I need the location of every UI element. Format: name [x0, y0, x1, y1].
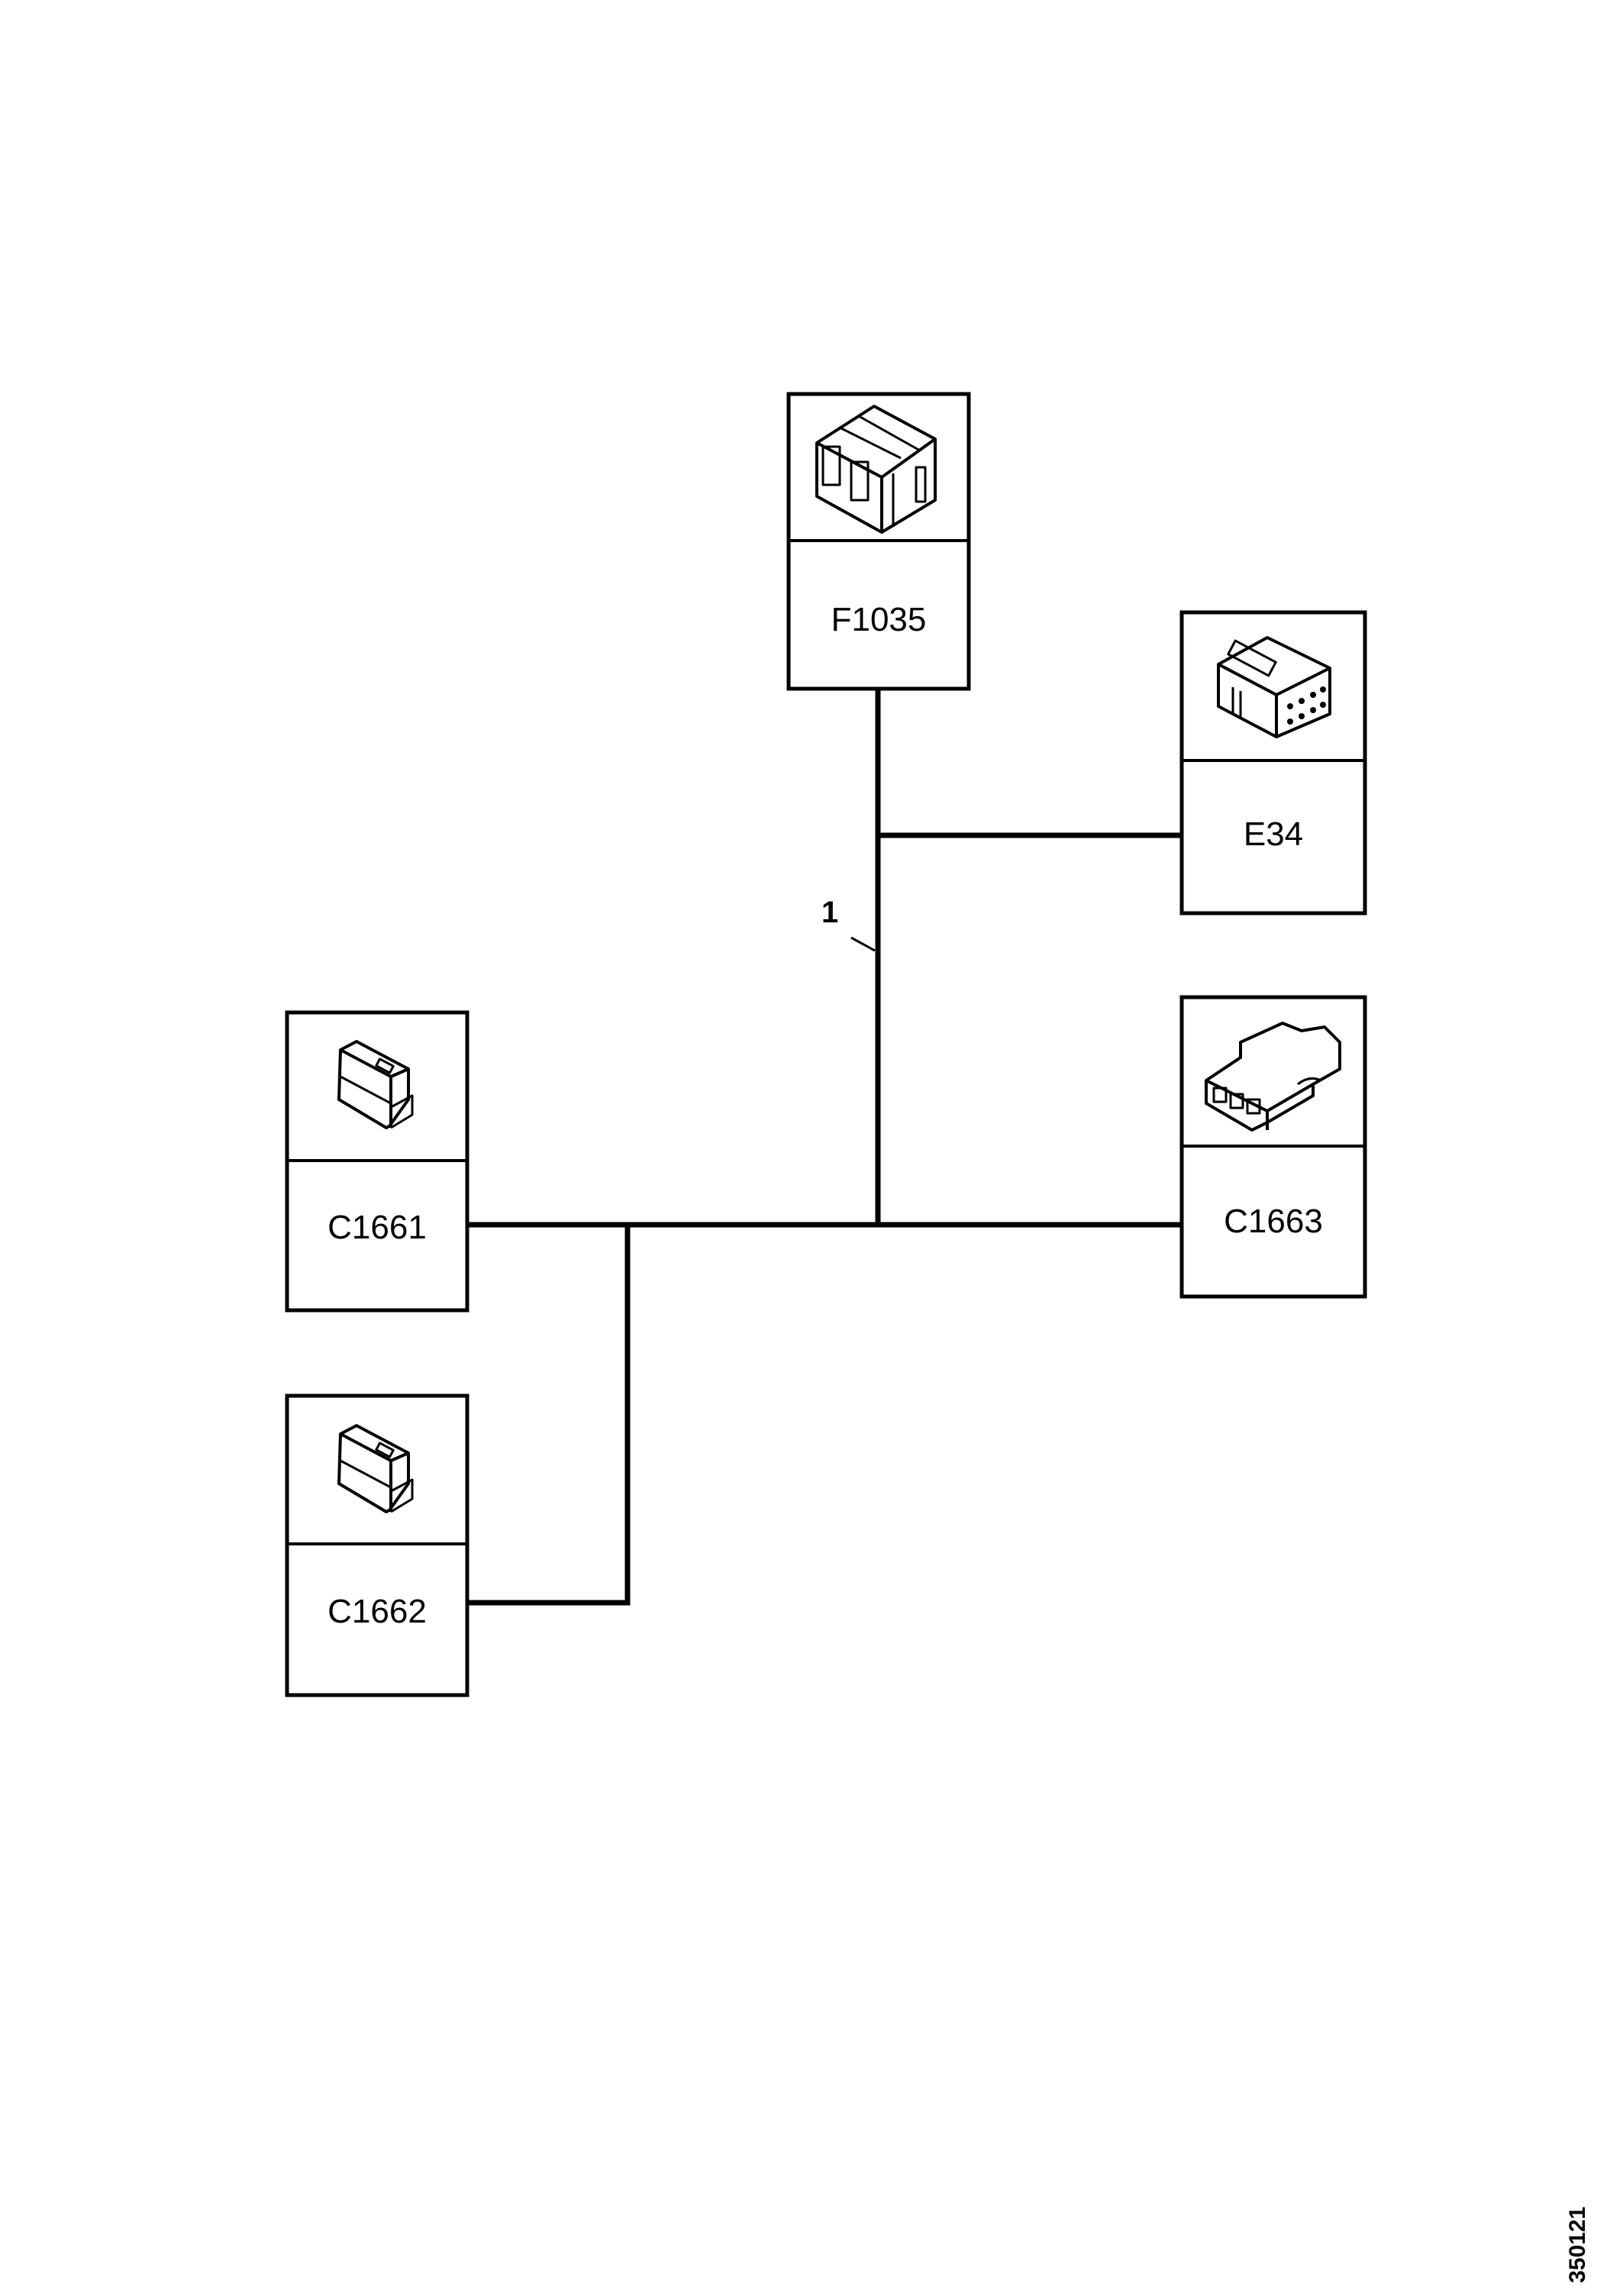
connector-label: C1663 [1224, 1203, 1323, 1240]
document-id: 350121 [1565, 2206, 1590, 2283]
connector-c1662[interactable]: C1662 [285, 1393, 469, 1697]
wire-label-leader [850, 936, 876, 952]
connector-label: C1662 [328, 1593, 427, 1630]
wire-label-group: 1 [821, 896, 876, 952]
flat-connector-icon [1205, 1022, 1341, 1132]
connector-label: C1661 [328, 1209, 427, 1246]
wires [464, 686, 1185, 1606]
two-pin-connector-icon [337, 1040, 414, 1129]
connector-label: F1035 [831, 601, 927, 638]
connector-label: E34 [1244, 815, 1303, 853]
wire-label: 1 [821, 896, 838, 929]
multi-pin-connector-icon [1217, 636, 1331, 738]
connector-c1661[interactable]: C1661 [285, 1010, 469, 1313]
fuse-box-connector-icon [815, 405, 937, 534]
connector-e34[interactable]: E34 [1179, 610, 1367, 915]
connector-c1663[interactable]: C1663 [1179, 995, 1367, 1299]
connector-f1035[interactable]: F1035 [786, 392, 971, 691]
two-pin-connector-icon [337, 1424, 414, 1513]
